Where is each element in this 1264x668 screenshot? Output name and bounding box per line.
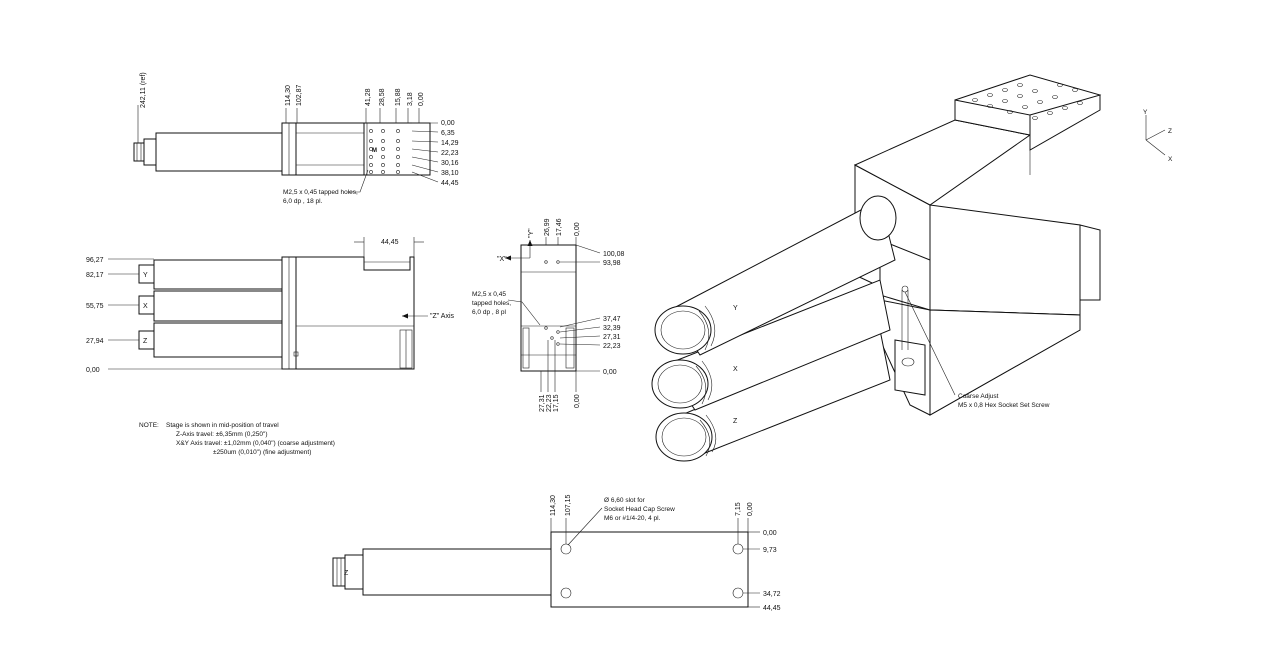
top-view-holes xyxy=(369,129,400,174)
axis-label-y: Y xyxy=(143,272,148,279)
triad-z: Z xyxy=(1168,128,1172,135)
top-view-knob xyxy=(133,142,145,162)
top-view-hole-callout-2: 6,0 dp , 18 pl. xyxy=(283,198,323,205)
bottom-plate xyxy=(550,531,749,608)
top-view-hole-callout-1: M2,5 x 0,45 tapped holes, xyxy=(283,189,358,196)
side-bottom-dim-4: 0,00 xyxy=(574,394,581,408)
top-dim-3: 41,28 xyxy=(365,88,372,106)
travel-note: NOTE: Stage is shown in mid-position of … xyxy=(139,422,335,456)
right-dim-7: 44,45 xyxy=(441,180,459,187)
bottom-barrel xyxy=(362,548,552,596)
isometric-view: Y X Z Coarse Adjust M5 x 0,8 Hex Socket … xyxy=(651,74,1173,462)
left-dim-1: 96,27 xyxy=(86,257,104,264)
left-dim-2: 82,17 xyxy=(86,272,104,279)
left-dim-4: 27,94 xyxy=(86,338,104,345)
bottom-top-dim-4: 0,00 xyxy=(747,502,754,516)
side-top-dim-2: 17,46 xyxy=(556,218,563,236)
note-line-2: Z-Axis travel: ±6,35mm (0,250") xyxy=(176,431,267,438)
bottom-right-dim-3: 34,72 xyxy=(763,591,781,598)
triad-y: Y xyxy=(1143,109,1148,116)
side-right-dim-3: 37,47 xyxy=(603,316,621,323)
axis-label-z: Z xyxy=(143,338,148,345)
top-view-barrel xyxy=(155,132,283,172)
z-axis-label: "Z" Axis xyxy=(430,313,455,320)
left-dim-3: 55,75 xyxy=(86,303,104,310)
bottom-top-dim-2: 107,15 xyxy=(565,494,572,516)
top-dim-4: 28,58 xyxy=(379,88,386,106)
side-view: "X" "Y" 26,99 17,46 0,00 100,08 93,98 37… xyxy=(472,218,625,412)
front-barrel-y xyxy=(153,259,283,290)
top-view-body xyxy=(295,122,365,176)
side-right-dim-4: 32,39 xyxy=(603,325,621,332)
side-y-label: "Y" xyxy=(528,228,535,238)
front-view-left-dims: 96,27 82,17 55,75 27,94 0,00 xyxy=(86,257,296,374)
bottom-right-dim-2: 9,73 xyxy=(763,547,777,554)
bottom-axis-label: Z xyxy=(344,570,349,577)
right-dim-1: 0,00 xyxy=(441,120,455,127)
triad-x: X xyxy=(1168,156,1173,163)
iso-label-z: Z xyxy=(733,418,738,425)
side-right-dim-2: 93,98 xyxy=(603,260,621,267)
top-view-mark: M xyxy=(372,148,377,154)
side-bottom-dim-3: 17,15 xyxy=(553,394,560,412)
iso-cylinder-y xyxy=(654,195,897,356)
side-callout-2: tapped holes, xyxy=(472,300,511,307)
right-dim-6: 38,10 xyxy=(441,170,459,177)
top-view-right-dims: 0,00 6,35 14,29 22,23 30,16 38,10 44,45 xyxy=(411,120,459,187)
note-line-1: Stage is shown in mid-position of travel xyxy=(166,422,279,429)
slot-callout-3: M6 or #1/4-20, 4 pl. xyxy=(604,515,661,522)
front-barrel-z xyxy=(153,322,283,358)
axis-label-x: X xyxy=(143,303,148,310)
side-right-dim-1: 100,08 xyxy=(603,251,625,258)
coarse-adjust-2: M5 x 0,8 Hex Socket Set Screw xyxy=(958,402,1050,409)
right-dim-4: 22,23 xyxy=(441,150,459,157)
side-callout-3: 6,0 dp , 8 pl xyxy=(472,309,507,316)
side-right-dims: 100,08 93,98 37,47 32,39 27,31 22,23 0,0… xyxy=(559,244,625,376)
top-dim-6: 3,18 xyxy=(407,92,414,106)
left-dim-5: 0,00 xyxy=(86,367,100,374)
bottom-right-dim-4: 44,45 xyxy=(763,605,781,612)
front-width-dim: 44,45 xyxy=(381,239,399,246)
iso-label-y: Y xyxy=(733,305,738,312)
top-view-top-dims: 114,30 102,87 41,28 28,58 15,88 3,18 0,0… xyxy=(285,84,425,123)
iso-plate-holes xyxy=(972,83,1083,120)
side-callout-1: M2,5 x 0,45 xyxy=(472,291,506,298)
top-dim-5: 15,88 xyxy=(395,88,402,106)
side-x-label: "X" xyxy=(497,256,507,263)
side-bottom-dim-2: 22,23 xyxy=(546,394,553,412)
right-dim-3: 14,29 xyxy=(441,140,459,147)
top-dim-2: 102,87 xyxy=(296,84,303,106)
slot-callout-2: Socket Head Cap Screw xyxy=(604,506,675,513)
side-right-dim-5: 27,31 xyxy=(603,334,621,341)
front-barrel-x xyxy=(153,290,283,322)
front-view: Y X Z 96,27 82,17 55,75 27,94 0,00 44,45… xyxy=(86,237,455,374)
side-view-body xyxy=(520,244,577,372)
top-view-ref-dim: 242,11 (ref) xyxy=(140,72,147,108)
right-dim-5: 30,16 xyxy=(441,160,459,167)
bottom-right-dim-1: 0,00 xyxy=(763,530,777,537)
bottom-view: Z 114,30 107,15 7,15 0,00 0,00 9,73 34,7… xyxy=(332,494,781,612)
note-line-4: ±250um (0,010") (fine adjustment) xyxy=(213,449,311,456)
slot-callout-1: Ø 6,60 slot for xyxy=(604,497,646,504)
side-bottom-dim-1: 27,31 xyxy=(539,394,546,412)
coarse-adjust-1: Coarse Adjust xyxy=(958,393,999,400)
bottom-top-dim-3: 7,15 xyxy=(735,502,742,516)
note-heading: NOTE: xyxy=(139,422,159,429)
iso-cylinder-x xyxy=(651,279,891,411)
top-view: M 242,11 (ref) 114,30 102,87 41,28 28,58… xyxy=(133,72,459,205)
bottom-top-dim-1: 114,30 xyxy=(550,495,557,516)
top-dim-1: 114,30 xyxy=(285,85,292,106)
right-dim-2: 6,35 xyxy=(441,130,455,137)
side-top-dim-3: 0,00 xyxy=(574,222,581,236)
iso-label-x: X xyxy=(733,366,738,373)
top-dim-7: 0,00 xyxy=(418,92,425,106)
side-right-dim-6: 22,23 xyxy=(603,343,621,350)
side-right-dim-7: 0,00 xyxy=(603,369,617,376)
side-top-dim-1: 26,99 xyxy=(544,218,551,236)
note-line-3: X&Y Axis travel: ±1,02mm (0,040") (coars… xyxy=(176,440,335,447)
axis-triad: Y Z X xyxy=(1143,109,1173,163)
